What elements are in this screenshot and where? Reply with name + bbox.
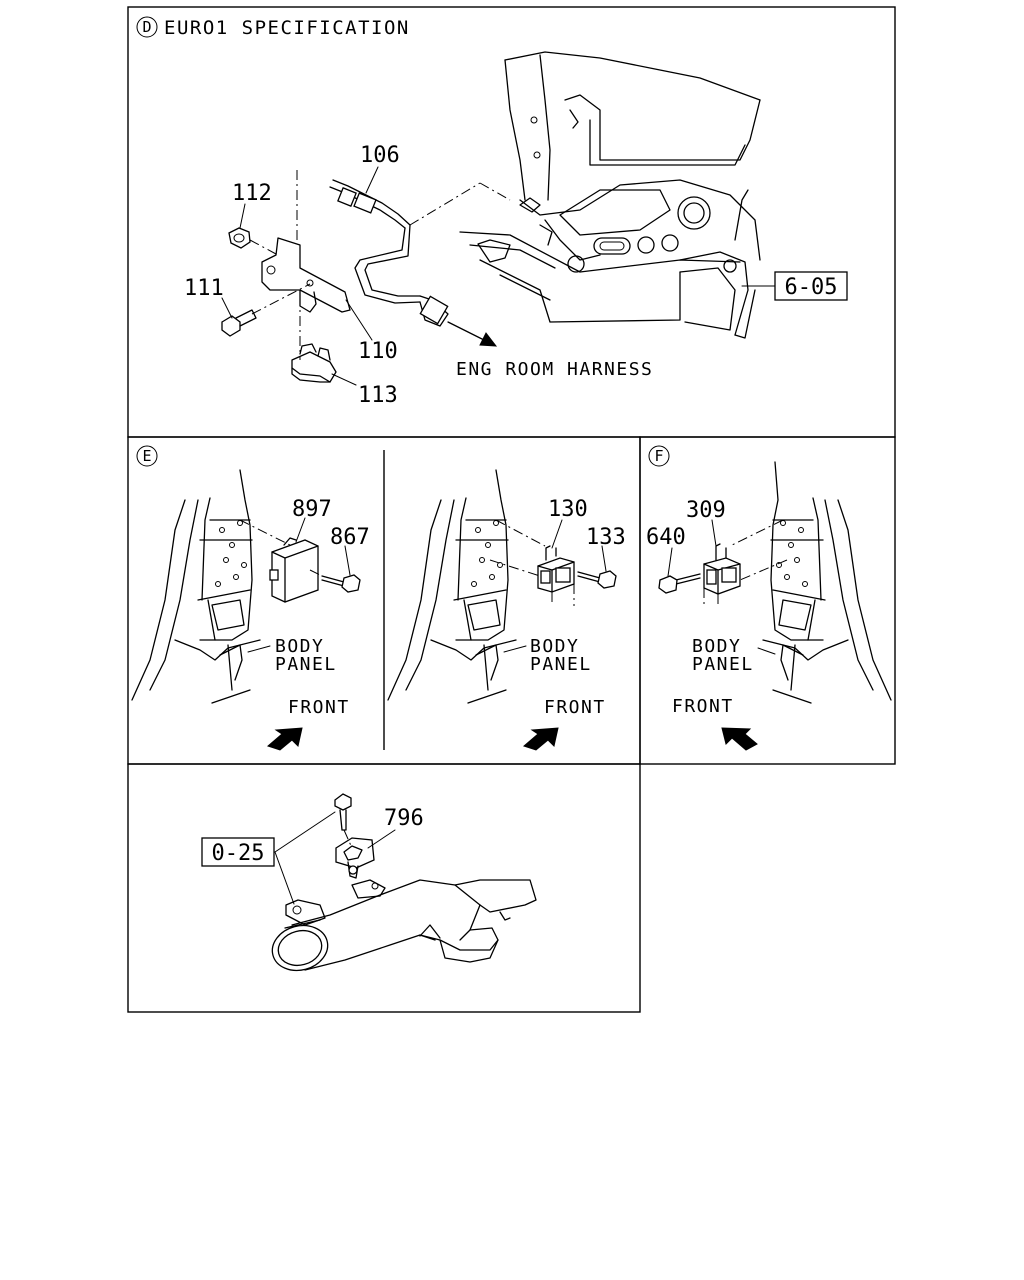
callout-796-leader	[367, 829, 396, 849]
harness-label: ENG ROOM HARNESS	[456, 359, 653, 380]
panel-d-marker-circle	[136, 16, 158, 38]
callout-133: 133	[586, 525, 626, 550]
callout-897-leader	[295, 517, 306, 543]
callout-111-leader	[221, 297, 233, 319]
callout-112: 112	[232, 181, 272, 206]
oxygen-sensor-106	[329, 179, 449, 327]
panel-f-marker: F	[654, 447, 663, 465]
callout-867: 867	[330, 525, 370, 550]
panel-d-marker: D	[142, 18, 151, 36]
front-label-f: FRONT	[672, 696, 734, 717]
callout-106: 106	[360, 143, 400, 168]
callout-112-leader	[239, 203, 246, 229]
harness-arrow-head	[479, 332, 498, 347]
callout-133-leader	[601, 545, 607, 572]
callout-867-leader	[344, 545, 351, 576]
callout-796: 796	[384, 806, 424, 831]
callout-113: 113	[358, 383, 398, 408]
ref-6-05: 6-05	[785, 275, 838, 300]
front-arrow-e-right	[523, 727, 559, 751]
harness-arrow-shaft	[447, 321, 485, 341]
body-panel-drawing-e-right	[387, 469, 546, 704]
ref-0-25-leader-top	[274, 811, 336, 853]
front-arrow-f	[721, 727, 758, 751]
relay-130	[537, 545, 575, 606]
callout-106-leader	[365, 166, 379, 194]
front-arrow-e-left	[267, 727, 303, 751]
callout-110-leader	[345, 299, 373, 341]
body-panel-leader-f	[757, 647, 776, 655]
body-label-line1-e-left: BODY	[275, 636, 324, 657]
panel-bottom-frame	[127, 763, 641, 1013]
callout-130-leader	[551, 519, 563, 549]
body-label-line2-e-left: PANEL	[275, 654, 337, 675]
panel-e-marker: E	[142, 447, 151, 465]
callout-897: 897	[292, 497, 332, 522]
panel-d: D EURO1 SPECIFICATION	[136, 16, 848, 408]
ref-0-25: 0-25	[212, 841, 265, 866]
panel-e-right: 130 133 BODY PANEL FRONT	[387, 469, 626, 751]
ref-0-25-box	[201, 837, 275, 867]
ref-0-25-leader-bottom	[274, 851, 295, 905]
panel-bottom: 796 0-25	[201, 793, 537, 972]
bolt-111	[221, 283, 311, 337]
panel-d-title: EURO1 SPECIFICATION	[164, 17, 410, 39]
bolt-133	[577, 570, 617, 589]
body-panel-leader-e-right	[503, 645, 527, 653]
panel-f-marker-circle	[648, 445, 670, 467]
relay-309	[703, 543, 741, 606]
ref-6-05-box	[774, 271, 848, 301]
module-897	[269, 537, 319, 603]
body-panel-leader-e-left	[247, 645, 271, 653]
callout-111: 111	[184, 276, 224, 301]
harness-leader	[409, 182, 481, 226]
bolt-867	[309, 569, 361, 593]
body-panel-drawing-f	[729, 461, 892, 704]
callout-640: 640	[646, 525, 686, 550]
callout-110: 110	[358, 339, 398, 364]
panel-f-frame	[639, 436, 896, 765]
front-label-e-right: FRONT	[544, 697, 606, 718]
callout-640-leader	[667, 547, 673, 577]
front-label-e-left: FRONT	[288, 697, 350, 718]
air-intake-duct-drawing	[271, 879, 537, 972]
body-label-line2-f: PANEL	[692, 654, 754, 675]
bracket-110	[261, 170, 351, 360]
bolt-640	[658, 573, 701, 594]
body-label-line2-e-right: PANEL	[530, 654, 592, 675]
callout-309: 309	[686, 498, 726, 523]
body-label-line1-e-right: BODY	[530, 636, 579, 657]
callout-113-leader	[331, 373, 357, 386]
callout-309-leader	[711, 519, 717, 547]
body-label-line1-f: BODY	[692, 636, 741, 657]
panel-f: F	[646, 445, 892, 751]
screw-0-25	[334, 793, 353, 849]
panel-e-left: 897 867 BODY PANEL FRONT	[131, 469, 370, 751]
callout-130: 130	[548, 497, 588, 522]
panel-e-marker-circle	[136, 445, 158, 467]
clip-113	[291, 343, 337, 383]
panel-e: E	[131, 445, 626, 751]
bracket-796	[335, 837, 375, 879]
nut-112	[228, 227, 277, 255]
engine-room-body-drawing	[459, 51, 761, 339]
